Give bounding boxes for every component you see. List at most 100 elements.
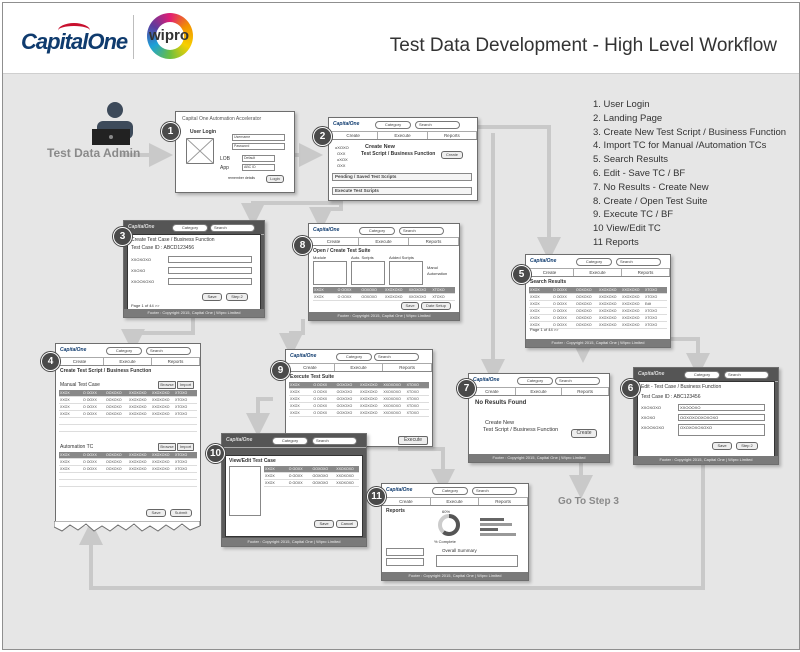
browse-button[interactable]: Browse <box>158 381 176 389</box>
tab-execute[interactable]: Execute <box>335 364 384 371</box>
tab-execute[interactable]: Execute <box>104 358 152 365</box>
tree-item[interactable]: OXX <box>337 163 346 168</box>
search-input[interactable]: Search <box>415 121 460 129</box>
report-dropdown[interactable] <box>386 548 424 556</box>
create-button[interactable]: Create <box>571 429 597 438</box>
table-row[interactable] <box>59 425 197 432</box>
lob-select[interactable]: Default <box>242 155 275 162</box>
username-field[interactable]: Username <box>232 134 285 141</box>
tree-item[interactable]: OXX <box>337 151 346 156</box>
cancel-button[interactable]: Cancel <box>336 520 358 528</box>
table-row[interactable] <box>59 418 197 425</box>
tab-create[interactable]: Create <box>56 358 104 365</box>
tab-create[interactable]: Create <box>382 498 431 505</box>
step2-button[interactable]: Step 2 <box>226 293 248 301</box>
category-dropdown[interactable]: Category <box>517 377 553 385</box>
text-field[interactable] <box>168 278 252 285</box>
tab-reports[interactable]: Reports <box>383 364 432 371</box>
import-button[interactable]: Import <box>177 443 194 451</box>
table-row[interactable] <box>59 473 197 480</box>
search-input[interactable]: Search <box>312 437 357 445</box>
category-dropdown[interactable]: Category <box>359 227 395 235</box>
search-input[interactable]: Search <box>146 347 191 355</box>
create-new-radio[interactable]: Create New <box>485 420 515 426</box>
search-input[interactable]: Search <box>724 371 769 379</box>
search-input[interactable]: Search <box>555 377 600 385</box>
create-script-radio[interactable]: Create Test Script / Business Function <box>60 368 152 374</box>
category-dropdown[interactable]: Category <box>336 353 372 361</box>
tab-reports[interactable]: Reports <box>409 238 459 245</box>
execute-button[interactable]: Execute <box>398 436 428 445</box>
text-field[interactable]: OOXOXOOXOXOXO <box>678 414 765 421</box>
tab-reports[interactable]: Reports <box>479 498 528 505</box>
save-button[interactable]: Save <box>202 293 222 301</box>
tab-reports[interactable]: Reports <box>562 388 609 395</box>
save-button[interactable]: Save <box>146 509 166 517</box>
create-button[interactable]: Create <box>441 151 463 159</box>
report-dropdown[interactable] <box>386 558 424 566</box>
search-input[interactable]: Search <box>399 227 444 235</box>
save-button[interactable]: Save <box>712 442 732 450</box>
text-field[interactable]: XXOOOXO <box>678 404 765 411</box>
tree-item[interactable]: oXOX <box>337 157 348 162</box>
execute-scripts-dropdown[interactable]: Execute Test Scripts <box>332 187 472 195</box>
category-dropdown[interactable]: Category <box>576 258 612 266</box>
submit-button[interactable]: Submit <box>170 509 192 517</box>
table-row[interactable] <box>59 480 197 487</box>
browse-button[interactable]: Browse <box>158 443 176 451</box>
tab-create[interactable]: Create <box>469 388 516 395</box>
category-dropdown[interactable]: Category <box>432 487 468 495</box>
tab-create[interactable]: Create <box>526 269 574 276</box>
category-dropdown[interactable]: Category <box>375 121 411 129</box>
tab-create[interactable]: Create <box>309 238 359 245</box>
pending-scripts-dropdown[interactable]: Pending / Saved Test Scripts <box>332 173 472 181</box>
pager[interactable]: Page 1 of 44 >> <box>530 327 559 332</box>
search-input[interactable]: Search <box>210 224 255 232</box>
search-input[interactable]: Search <box>374 353 419 361</box>
create-new-radio[interactable]: Create New <box>365 144 395 150</box>
tab-create[interactable]: Create <box>329 132 379 139</box>
remember-checkbox[interactable]: remember details <box>228 176 256 180</box>
tree-item[interactable]: oXOXO <box>335 145 349 150</box>
added-scripts-list[interactable] <box>389 261 423 285</box>
tab-create[interactable]: Create <box>286 364 335 371</box>
tab-execute[interactable]: Execute <box>359 238 409 245</box>
module-list[interactable] <box>313 261 347 285</box>
manual-radio[interactable]: Manul <box>427 265 438 270</box>
password-field[interactable]: Password <box>232 143 285 150</box>
pager[interactable]: Page 1 of 44 >> <box>131 303 160 308</box>
tab-execute[interactable]: Execute <box>431 498 480 505</box>
category-dropdown[interactable]: Category <box>272 437 308 445</box>
tab-execute[interactable]: Execute <box>378 132 428 139</box>
save-button[interactable]: Save <box>401 302 419 310</box>
step2-button[interactable]: Step 2 <box>736 442 758 450</box>
date-setup-button[interactable]: Date Setup <box>421 302 451 310</box>
import-button[interactable]: Import <box>177 381 194 389</box>
category-dropdown[interactable]: Category <box>172 224 208 232</box>
login-button[interactable]: Login <box>266 175 284 183</box>
tab-reports[interactable]: Reports <box>428 132 477 139</box>
tree-panel[interactable] <box>229 466 261 516</box>
tab-execute[interactable]: Execute <box>574 269 622 276</box>
tab-reports[interactable]: Reports <box>622 269 670 276</box>
save-button[interactable]: Save <box>314 520 334 528</box>
category-dropdown[interactable]: Category <box>106 347 142 355</box>
text-area[interactable]: OXOXOXOXOXO <box>678 424 765 436</box>
category-dropdown[interactable]: Category <box>684 371 720 379</box>
app-select[interactable]: ABC ID <box>242 164 275 171</box>
